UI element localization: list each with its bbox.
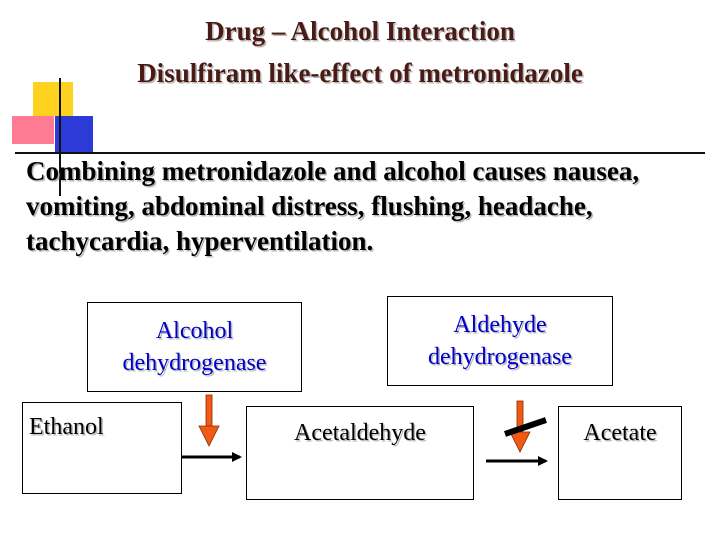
decorative-horizontal-rule	[15, 152, 705, 154]
substrate-box-ethanol: Ethanol	[22, 402, 182, 494]
enzyme-box-aldehyde-dehydrogenase: Aldehyde dehydrogenase	[387, 296, 613, 386]
title-line-2: Disulfiram like-effect of metronidazole	[137, 58, 583, 88]
body-paragraph: Combining metronidazole and alcohol caus…	[26, 156, 640, 256]
decorative-blue-square	[55, 116, 93, 154]
decorative-vertical-line	[59, 78, 61, 196]
enzyme-arrow-down-1	[198, 394, 220, 447]
title-line-1: Drug – Alcohol Interaction	[205, 16, 515, 46]
inhibition-bar	[504, 417, 547, 437]
product-box-acetate: Acetate	[558, 406, 682, 500]
intermediate-box-acetaldehyde: Acetaldehyde	[246, 406, 474, 500]
decorative-pink-square	[12, 116, 54, 144]
enzyme-arrow-down-2	[509, 400, 531, 453]
decorative-yellow-square	[33, 82, 73, 116]
enzyme-box-alcohol-dehydrogenase: Alcohol dehydrogenase	[87, 302, 302, 392]
